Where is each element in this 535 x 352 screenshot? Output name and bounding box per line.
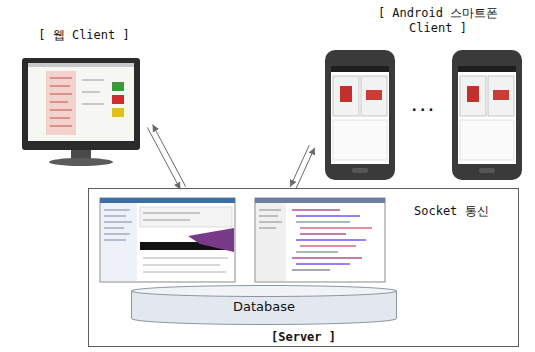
- connector-line: [153, 125, 186, 187]
- node-text: Database: [131, 299, 397, 315]
- client-group: [ Android 스마트폰 Client ]: [312, 4, 530, 182]
- monitor-illustration: [22, 58, 140, 166]
- screenshot-illustration: [255, 198, 385, 282]
- node-text: [ Android 스마트폰 Client ]: [362, 6, 514, 36]
- node-text: [ 웹 Client ]: [18, 28, 150, 43]
- connector-arrow: [147, 125, 185, 190]
- connector-line: [296, 148, 315, 190]
- phone-illustration: [325, 50, 395, 180]
- connector-line: [147, 127, 180, 189]
- phone-illustration: [452, 50, 522, 180]
- screenshot-illustration: [100, 198, 235, 282]
- database-cylinder: Database: [131, 285, 397, 325]
- connector-arrow: [290, 145, 314, 189]
- edge-label: Socket 통신: [412, 204, 491, 218]
- node-text: [Server ]: [89, 330, 518, 345]
- ellipsis-label: ...: [408, 98, 437, 115]
- client-box: [ 웹 Client ]: [18, 28, 150, 168]
